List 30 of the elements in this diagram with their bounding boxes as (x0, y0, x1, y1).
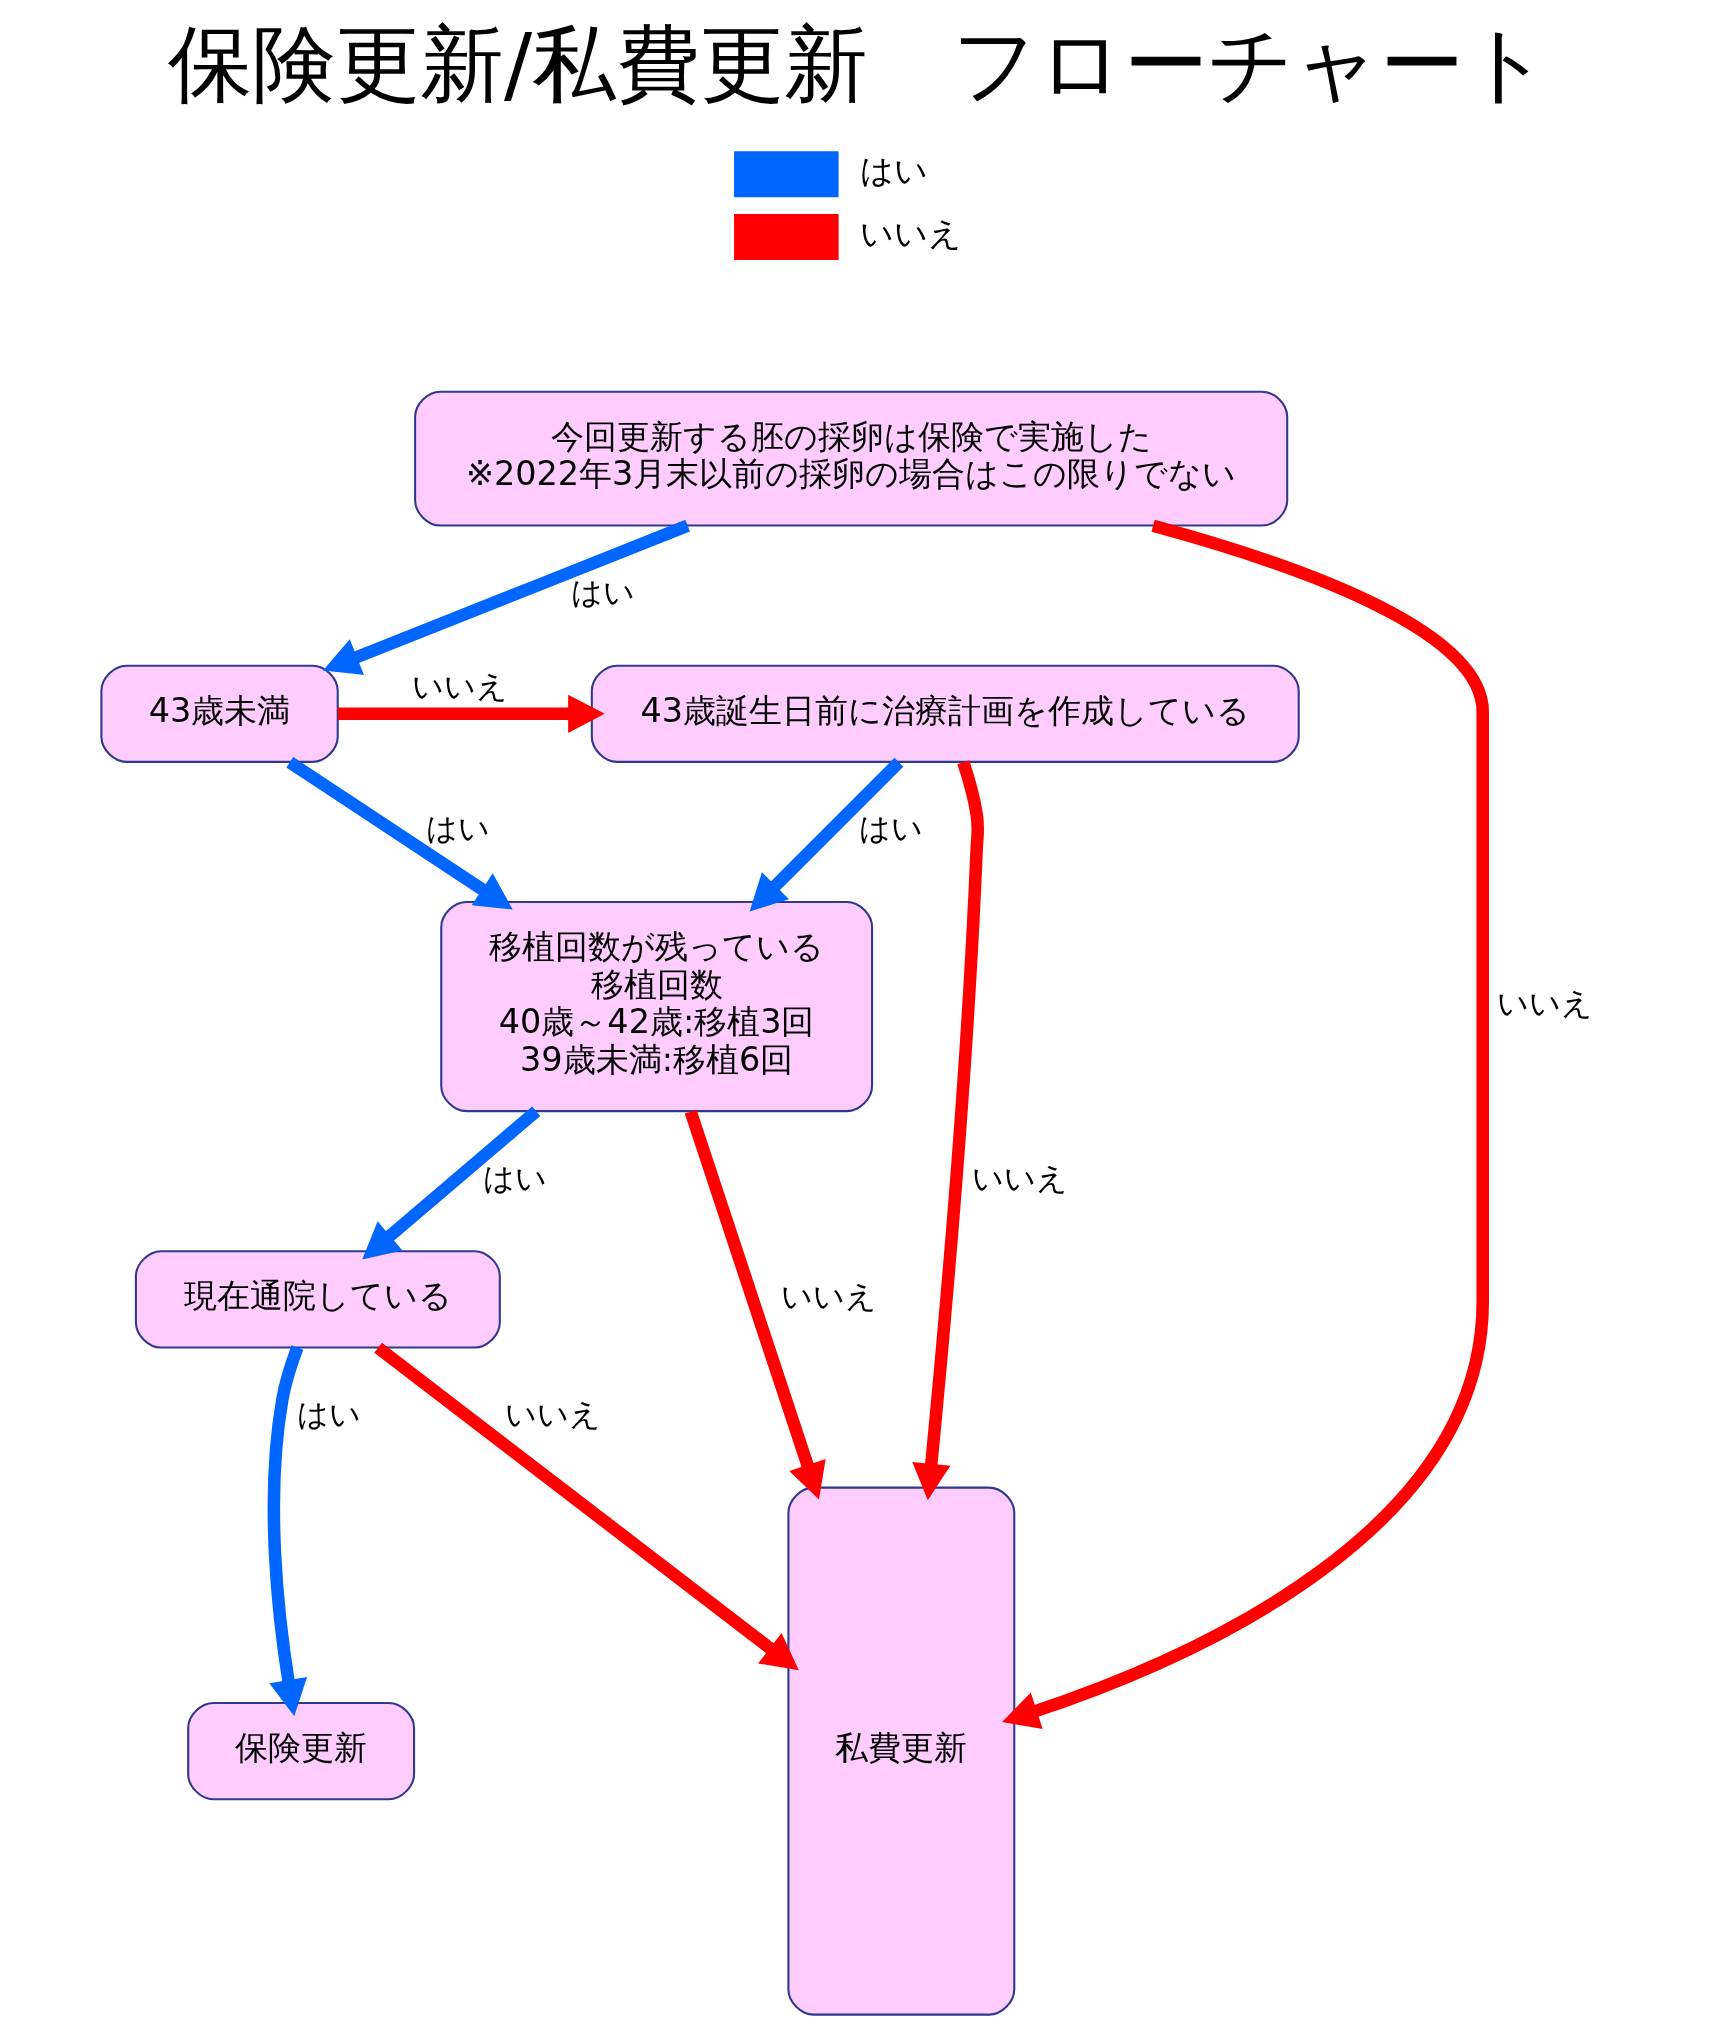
arrow (285, 756, 513, 909)
node-box: 今回更新する胚の採卵は保険で実施した ※2022年3月末以前の採卵の場合はこの限りでない (413, 390, 1288, 527)
arrow (267, 1344, 307, 1716)
legend-label: いいえ (859, 213, 962, 253)
arrow (1001, 519, 1489, 1729)
arrow (337, 694, 605, 733)
edge-label: はい (425, 809, 490, 846)
edge-label: はい (296, 1395, 361, 1432)
node-box: 移植回数が残っている 移植回数 40歳～42歳:移植3回 39歳未満:移植6回 (439, 900, 873, 1112)
arrow (911, 759, 984, 1500)
node-box: 現在通院している (134, 1249, 501, 1349)
edge-label: はい (570, 573, 635, 610)
edge-label: いいえ (971, 1159, 1068, 1196)
edge-label: いいえ (780, 1277, 877, 1314)
edge-label: いいえ (504, 1395, 601, 1432)
edge-label: いいえ (1496, 984, 1593, 1021)
arrow (322, 519, 690, 675)
diagram-title: 保険更新/私費更新 フローチャート (167, 14, 1550, 113)
node-box: 保険更新 (186, 1701, 415, 1800)
node-box: 43歳誕生日前に治療計画を作成している (590, 664, 1300, 763)
edge-label: いいえ (411, 667, 508, 704)
arrow (373, 1342, 799, 1670)
edge-label: はい (482, 1159, 547, 1196)
edge-label: はい (858, 809, 923, 846)
legend-label: はい (859, 150, 928, 190)
arrow (684, 1109, 826, 1500)
arrow (361, 1105, 540, 1259)
arrow (749, 757, 903, 912)
node-box: 私費更新 (786, 1486, 1015, 2016)
node-box: 43歳未満 (99, 664, 339, 763)
